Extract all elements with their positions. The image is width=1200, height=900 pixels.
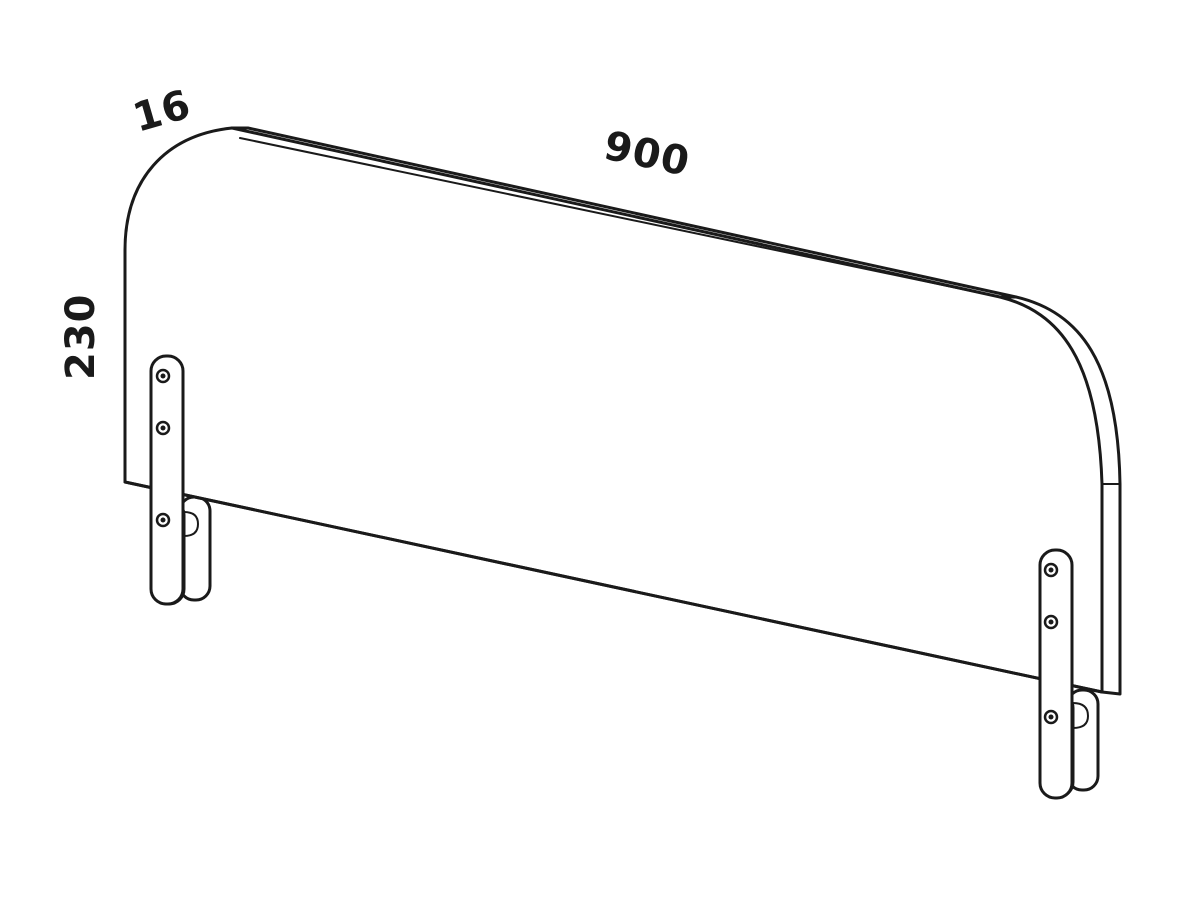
screw-icon: [1043, 562, 1059, 578]
panel-front-face: [123, 126, 1104, 694]
screw-icon: [1043, 709, 1059, 725]
rail-panel: [123, 126, 1122, 696]
dimension-height-label: 230: [58, 294, 104, 381]
screw-icon: [155, 368, 171, 384]
screw-icon: [1043, 614, 1059, 630]
right-bracket: [1038, 548, 1074, 800]
screw-icon: [155, 420, 171, 436]
dimension-thickness-label: 16: [128, 81, 196, 141]
panel-right-edge: [1014, 295, 1122, 696]
panel-top-edge: [230, 126, 1018, 299]
screw-icon: [155, 512, 171, 528]
left-bracket: [149, 354, 185, 606]
dimension-length-label: 900: [600, 123, 694, 186]
